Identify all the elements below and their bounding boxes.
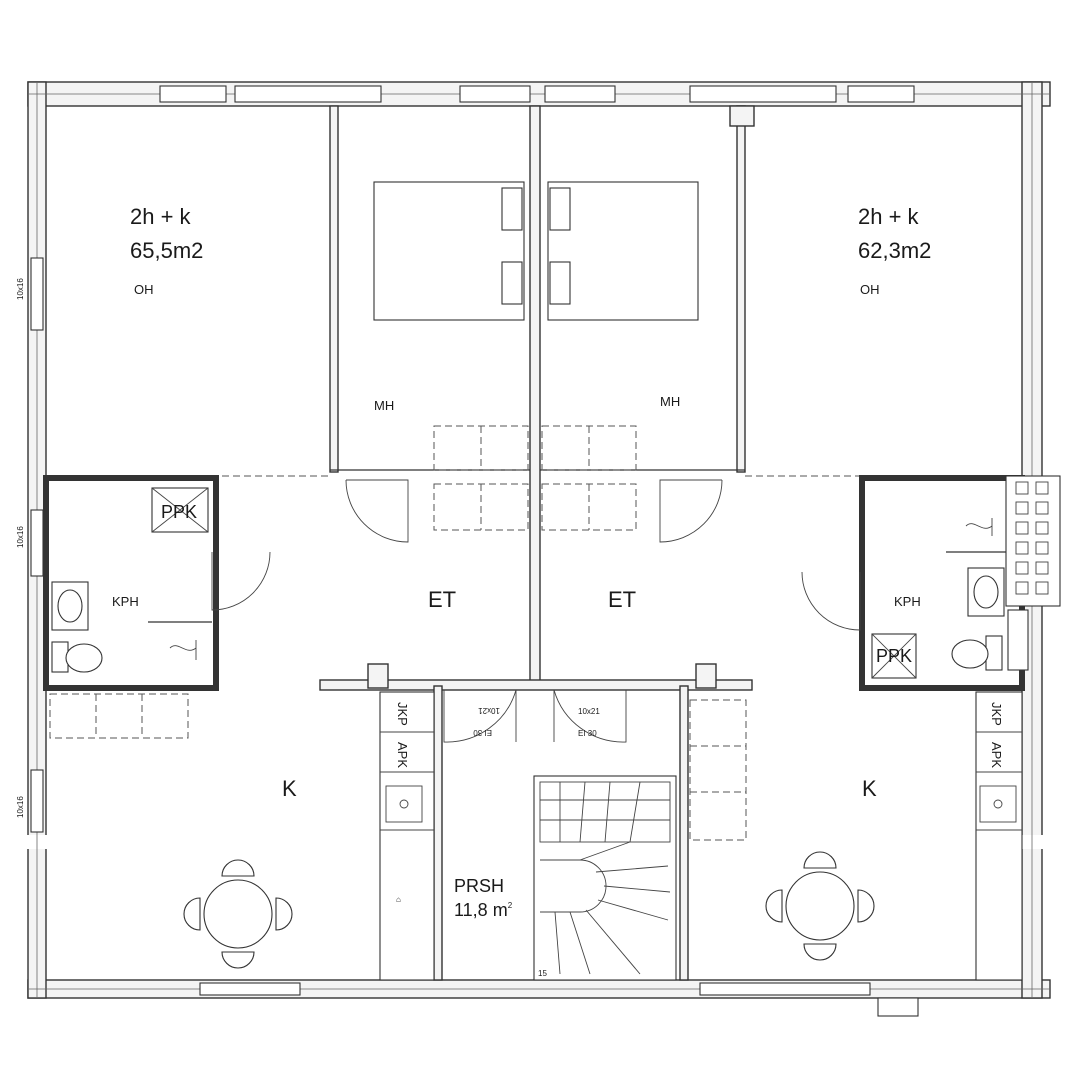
stair-doors xyxy=(443,689,627,743)
window-label-3: 10x16 xyxy=(16,796,25,818)
room-k-left: K xyxy=(282,776,297,801)
bathroom-left xyxy=(43,475,271,691)
dining-table-left xyxy=(183,859,293,969)
interior-walls xyxy=(46,105,1022,981)
wardrobes xyxy=(49,425,747,841)
apartment-1-area: 65,5m2 xyxy=(130,238,203,263)
ventilation-grid xyxy=(1015,481,1049,595)
bedroom-doors xyxy=(345,479,723,543)
kitchen-right xyxy=(975,691,1023,981)
room-mh-left: MH xyxy=(374,398,394,413)
door-left-size: 10x21 xyxy=(478,706,500,715)
apartment-1-type: 2h + k xyxy=(130,204,192,229)
door-right-size: 10x21 xyxy=(578,707,600,716)
apk-right: APK xyxy=(989,742,1004,768)
apartment-2-area: 62,3m2 xyxy=(858,238,931,263)
jkp-left: JKP xyxy=(395,702,410,726)
room-kph-left: KPH xyxy=(112,594,139,609)
apk-left: APK xyxy=(395,742,410,768)
room-oh-left: OH xyxy=(134,282,154,297)
windows xyxy=(30,85,919,1017)
window-label-1: 10x16 xyxy=(16,278,25,300)
door-right-rating: EI 30 xyxy=(578,729,597,738)
stair-step-count: 15 xyxy=(538,969,547,978)
kitchen-left: ⌂ xyxy=(379,691,435,981)
window-label-2: 10x16 xyxy=(16,526,25,548)
stair-room-area: 11,8 m2 xyxy=(454,900,513,920)
apartment-2-type: 2h + k xyxy=(858,204,920,229)
jkp-right: JKP xyxy=(989,702,1004,726)
room-et-right: ET xyxy=(608,587,636,612)
sink-mark-left: ⌂ xyxy=(396,895,401,904)
double-bed-right xyxy=(547,181,699,321)
window-size-labels: 10x16 10x16 10x16 xyxy=(16,278,25,818)
double-bed-left xyxy=(373,181,525,321)
room-k-right: K xyxy=(862,776,877,801)
stair-room-name: PRSH xyxy=(454,876,504,896)
room-mh-right: MH xyxy=(660,394,680,409)
dining-table-right xyxy=(765,851,875,961)
room-kph-right: KPH xyxy=(894,594,921,609)
ppk-left: PPK xyxy=(161,502,197,522)
room-oh-right: OH xyxy=(860,282,880,297)
bathroom-right xyxy=(801,475,1061,691)
room-labels: 2h + k 65,5m2 OH 2h + k 62,3m2 OH MH MH … xyxy=(112,204,1004,920)
spiral-stair: 15 xyxy=(533,775,677,981)
door-left-rating: EI 30 xyxy=(473,728,492,737)
room-et-left: ET xyxy=(428,587,456,612)
ppk-right: PPK xyxy=(876,646,912,666)
